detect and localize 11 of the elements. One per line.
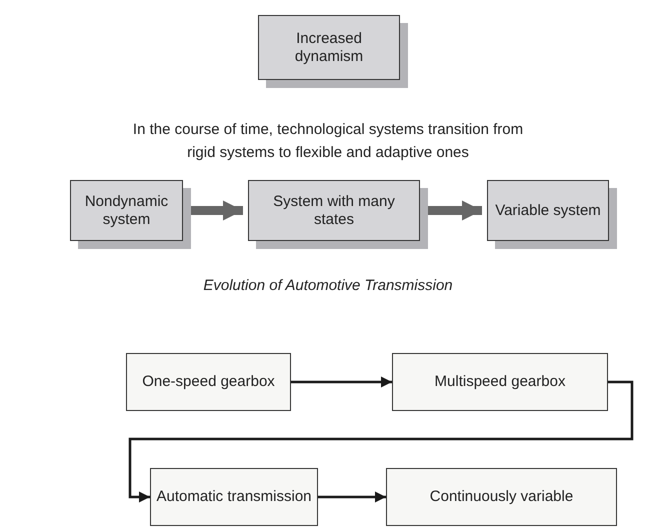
arrow [128,380,634,502]
section-caption: Evolution of Automotive Transmission [202,277,454,294]
process-box: Automatic transmission [150,468,318,526]
process-box: One-speed gearbox [126,353,291,411]
process-box: Multispeed gearbox [392,353,608,411]
arrow [426,200,482,220]
arrow [318,492,386,502]
description-text: In the course of time, technological systems transition from rigid systems to flexible and adaptive ones [132,120,524,163]
arrow [189,200,243,220]
process-box: Continuously variable [386,468,617,526]
arrow [291,376,392,388]
